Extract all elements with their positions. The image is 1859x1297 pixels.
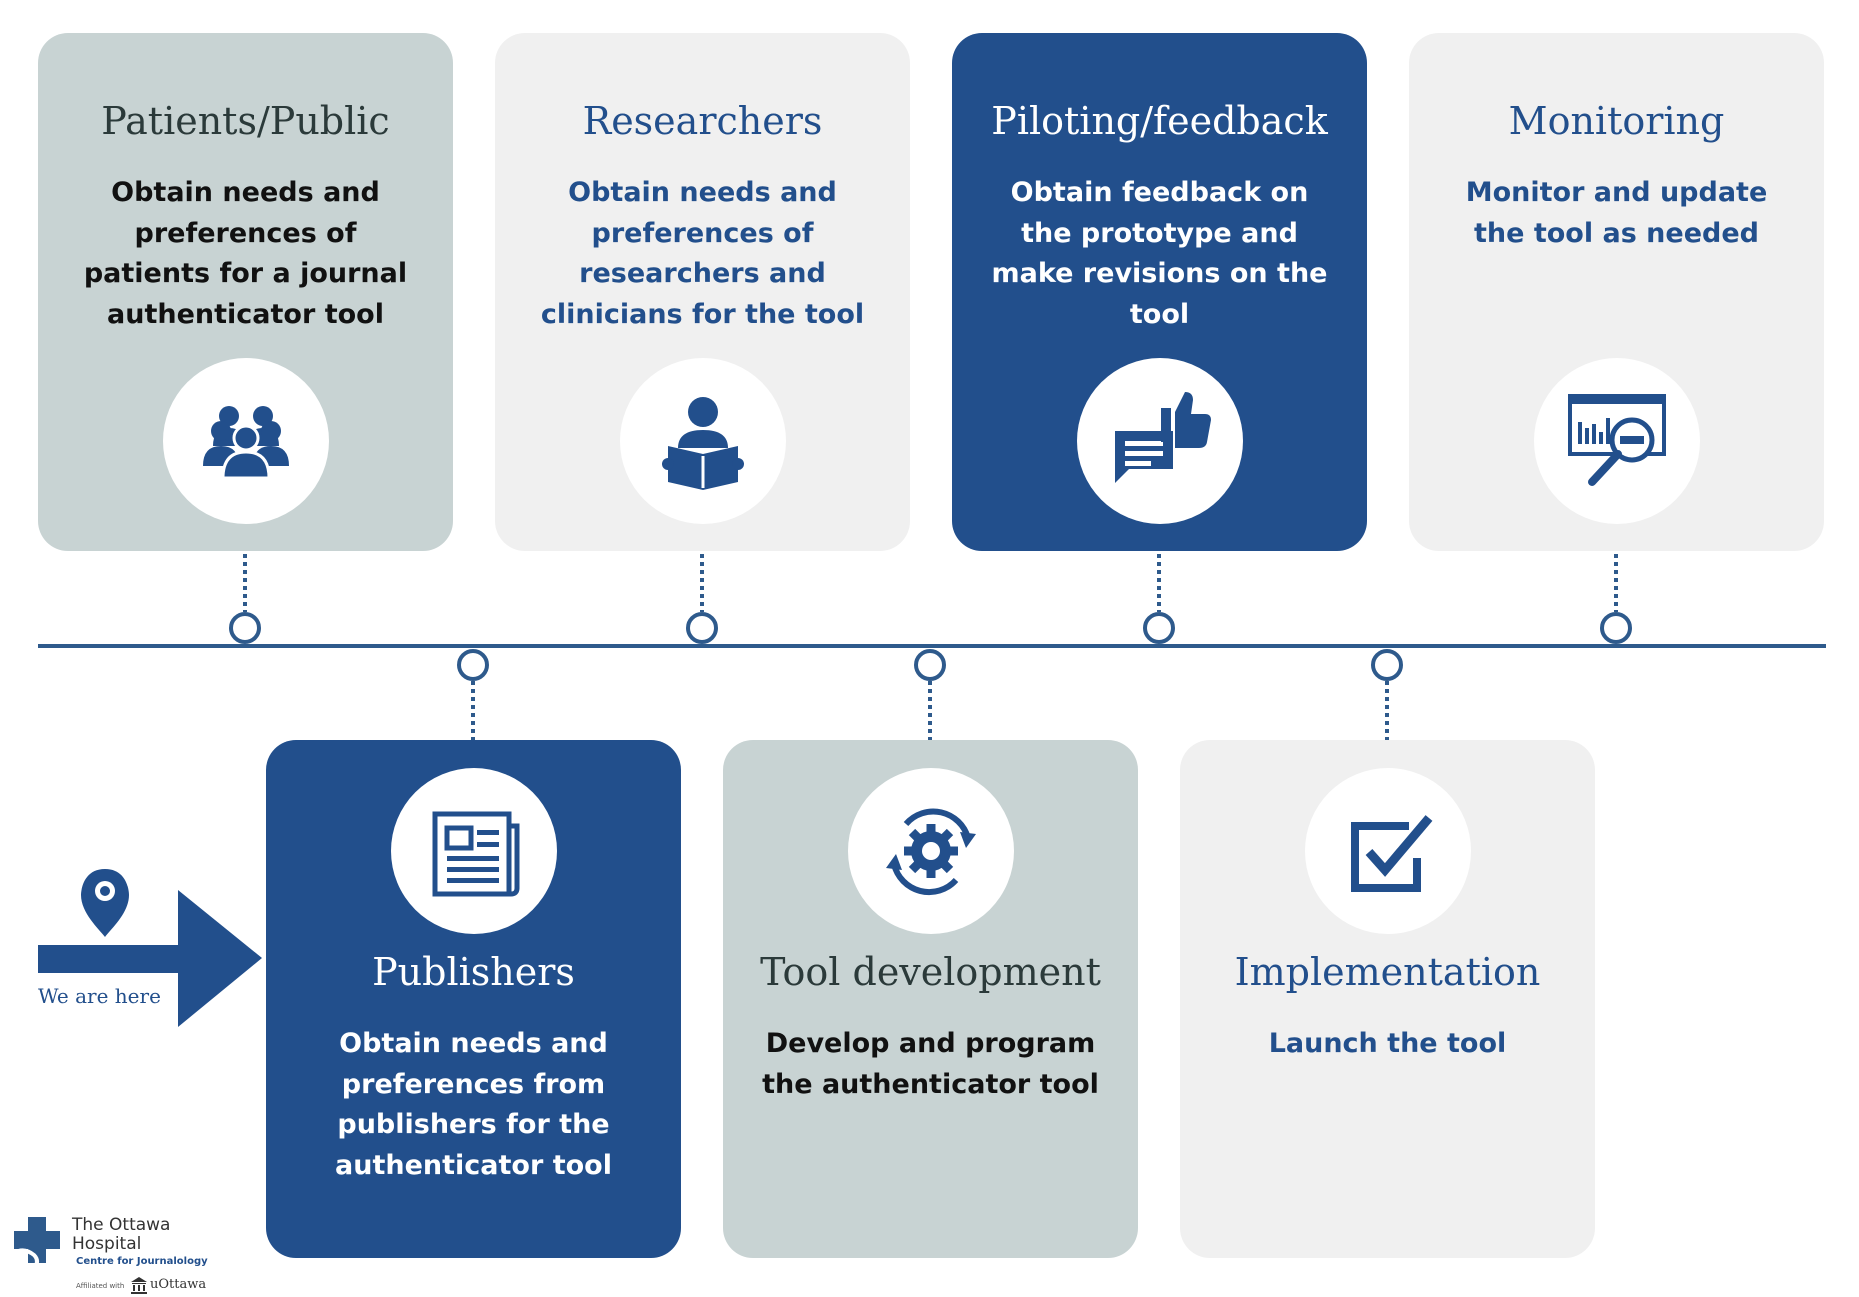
- newspaper-icon: [432, 811, 520, 897]
- stage-icon-circle: [391, 768, 557, 934]
- stage-icon-circle: [1534, 358, 1700, 524]
- stage-title: Researchers: [582, 99, 823, 143]
- stage-icon-circle: [1305, 768, 1471, 934]
- gear-cycle-icon: [886, 808, 976, 896]
- we-are-here-arrow: [38, 890, 262, 1027]
- reader-icon: [662, 397, 744, 490]
- stage-description: Obtain feedback on the prototype and mak…: [991, 177, 1328, 330]
- timeline-node: [1143, 612, 1175, 644]
- stage-title: Tool development: [760, 950, 1101, 994]
- stage-title: Patients/Public: [101, 99, 390, 143]
- timeline-connectors: [229, 522, 1632, 760]
- university-building-icon: [131, 1277, 147, 1294]
- stage-card-monitoring: Monitoring Monitor and update the tool a…: [1409, 33, 1824, 551]
- stage-description: Launch the tool: [1268, 1028, 1507, 1059]
- location-pin-icon: [81, 869, 129, 937]
- stage-description: Monitor and update the tool as needed: [1465, 177, 1768, 249]
- stage-card-tool-development: Tool development Develop and program the…: [723, 740, 1138, 1258]
- hospital-cross-icon: [12, 1217, 60, 1274]
- stage-card-researchers: Researchers Obtain needs and preferences…: [495, 33, 910, 551]
- stage-icon-circle: [848, 768, 1014, 934]
- ottawa-hospital-logo: The Ottawa Hospital Centre for Journalol…: [10, 1215, 240, 1297]
- stage-icon-circle: [163, 358, 329, 524]
- logo-university: uOttawa: [150, 1277, 207, 1292]
- stage-description: Develop and program the authenticator to…: [762, 1028, 1099, 1100]
- stage-card-patients-public: Patients/Public Obtain needs and prefere…: [38, 33, 453, 551]
- stage-card-publishers: Publishers Obtain needs and preferences …: [266, 740, 681, 1258]
- stage-description: Obtain needs and preferences of patients…: [83, 177, 408, 330]
- stage-description: Obtain needs and preferences of research…: [540, 177, 865, 330]
- logo-affiliation: Affiliated with: [76, 1282, 125, 1290]
- stage-card-implementation: Implementation Launch the tool: [1180, 740, 1595, 1258]
- stage-title: Publishers: [372, 950, 575, 994]
- stage-title: Piloting/feedback: [991, 99, 1328, 143]
- logo-name-line1: The Ottawa: [72, 1215, 171, 1235]
- stage-description: Obtain needs and preferences from publis…: [335, 1028, 612, 1181]
- stage-title: Monitoring: [1508, 99, 1725, 143]
- stage-icon-circle: [1077, 358, 1243, 524]
- timeline-node: [686, 612, 718, 644]
- we-are-here-label: We are here: [38, 984, 161, 1008]
- checkbox-icon: [1351, 815, 1433, 892]
- group-icon: [203, 406, 289, 480]
- stage-title: Implementation: [1234, 950, 1541, 994]
- logo-name-line2: Hospital: [72, 1234, 142, 1254]
- timeline-node: [457, 649, 489, 681]
- timeline-node: [1600, 612, 1632, 644]
- timeline-node: [1371, 649, 1403, 681]
- thumbs-up-feedback-icon: [1115, 392, 1211, 483]
- timeline-node: [229, 612, 261, 644]
- logo-subtitle: Centre for Journalology: [76, 1256, 208, 1267]
- stage-icon-circle: [620, 358, 786, 524]
- timeline-node: [914, 649, 946, 681]
- dashboard-magnifier-icon: [1568, 394, 1666, 486]
- stage-card-piloting-feedback: Piloting/feedback Obtain feedback on the…: [952, 33, 1367, 551]
